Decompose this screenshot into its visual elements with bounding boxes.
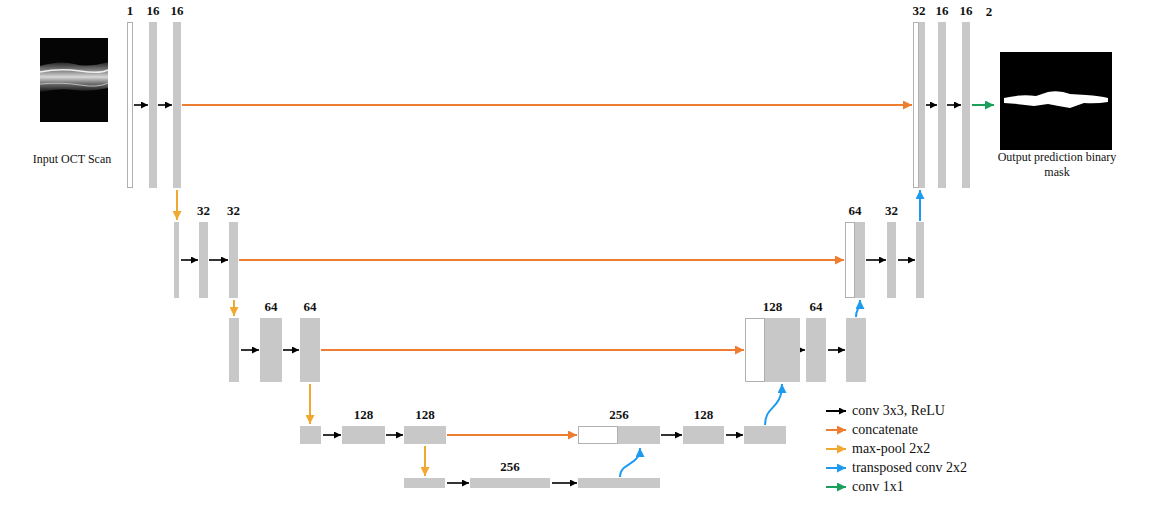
conv1x1-arrow — [972, 104, 994, 106]
concat-half — [578, 426, 618, 444]
feature-map-bar: 128 — [342, 426, 385, 444]
feature-map-bar: 32 — [199, 222, 208, 298]
conv-arrow — [926, 104, 937, 106]
input-oct-scan — [40, 38, 108, 122]
feature-map-bar: 32 — [913, 22, 925, 188]
output-mask — [1000, 52, 1112, 150]
channel-count: 256 — [500, 459, 520, 475]
concat-half — [127, 22, 133, 188]
legend-sample — [826, 448, 846, 450]
conv-arrow — [209, 259, 228, 261]
legend-sample — [826, 410, 846, 412]
channel-count: 64 — [849, 203, 862, 219]
legend-sample — [826, 467, 846, 469]
maxpool-arrow — [177, 190, 425, 476]
channel-count: 2 — [981, 4, 997, 20]
feature-map-bar: 128 — [745, 318, 800, 382]
channel-count: 16 — [147, 3, 160, 19]
channel-count: 64 — [265, 299, 278, 315]
conv-arrow — [181, 260, 915, 483]
legend-text: max-pool 2x2 — [852, 441, 930, 457]
legend-text: conv 3x3, ReLU — [852, 403, 945, 419]
feature-map-bar: 256 — [470, 478, 550, 488]
concat-arrow — [239, 259, 844, 261]
conv-arrow — [283, 349, 299, 351]
feature-map-bar: 16 — [149, 22, 157, 188]
concat-half — [913, 22, 919, 188]
conv-arrow — [866, 259, 886, 261]
concat-arrow — [447, 434, 577, 436]
feature-map-bar: 64 — [806, 318, 826, 382]
feature-map-bar: 32 — [887, 222, 896, 298]
feature-map-bar: 32 — [229, 222, 238, 298]
feature-map-bar: 16 — [173, 22, 181, 188]
conv-arrow — [801, 349, 805, 351]
channel-count: 64 — [304, 299, 317, 315]
channel-count: 128 — [694, 407, 714, 423]
channel-count: 256 — [609, 407, 629, 423]
conv-arrow — [134, 104, 148, 106]
image-caption: Output prediction binary mask — [994, 150, 1120, 180]
legend-text: concatenate — [852, 422, 918, 438]
channel-count: 128 — [354, 407, 374, 423]
concat-half — [845, 222, 855, 298]
legend-sample — [826, 486, 846, 488]
concat-arrow — [321, 349, 744, 351]
channel-count: 32 — [885, 203, 898, 219]
channel-count: 128 — [415, 407, 435, 423]
channel-count: 32 — [913, 3, 926, 19]
feature-map-bar: 128 — [683, 426, 724, 444]
feature-map-bar: 256 — [578, 426, 660, 444]
channel-count: 32 — [197, 203, 210, 219]
conv-arrow — [947, 104, 961, 106]
feature-map-bar: 1 — [127, 22, 133, 188]
image-caption: Input OCT Scan — [8, 152, 136, 167]
feature-map-bar: 64 — [300, 318, 320, 382]
conv-arrow — [386, 434, 403, 436]
legend-sample — [826, 429, 846, 431]
legend-text: transposed conv 2x2 — [852, 460, 967, 476]
conv-arrow — [661, 434, 682, 436]
channel-count: 128 — [763, 299, 783, 315]
channel-count: 32 — [227, 203, 240, 219]
legend-text: conv 1x1 — [852, 479, 904, 495]
feature-map-bar: 64 — [260, 318, 282, 382]
channel-count: 16 — [936, 3, 949, 19]
concat-arrow — [182, 104, 912, 106]
feature-map-bar: 16 — [938, 22, 946, 188]
feature-map-bar: 128 — [404, 426, 446, 444]
channel-count: 16 — [960, 3, 973, 19]
feature-map-bar: 64 — [845, 222, 865, 298]
upconv-arrow — [620, 190, 920, 477]
channel-count: 1 — [127, 3, 134, 19]
channel-count: 16 — [171, 3, 184, 19]
feature-map-bar: 16 — [962, 22, 970, 188]
channel-count: 64 — [810, 299, 823, 315]
feature-bar — [174, 222, 924, 488]
conv-arrow — [158, 104, 172, 106]
concat-half — [745, 318, 765, 382]
